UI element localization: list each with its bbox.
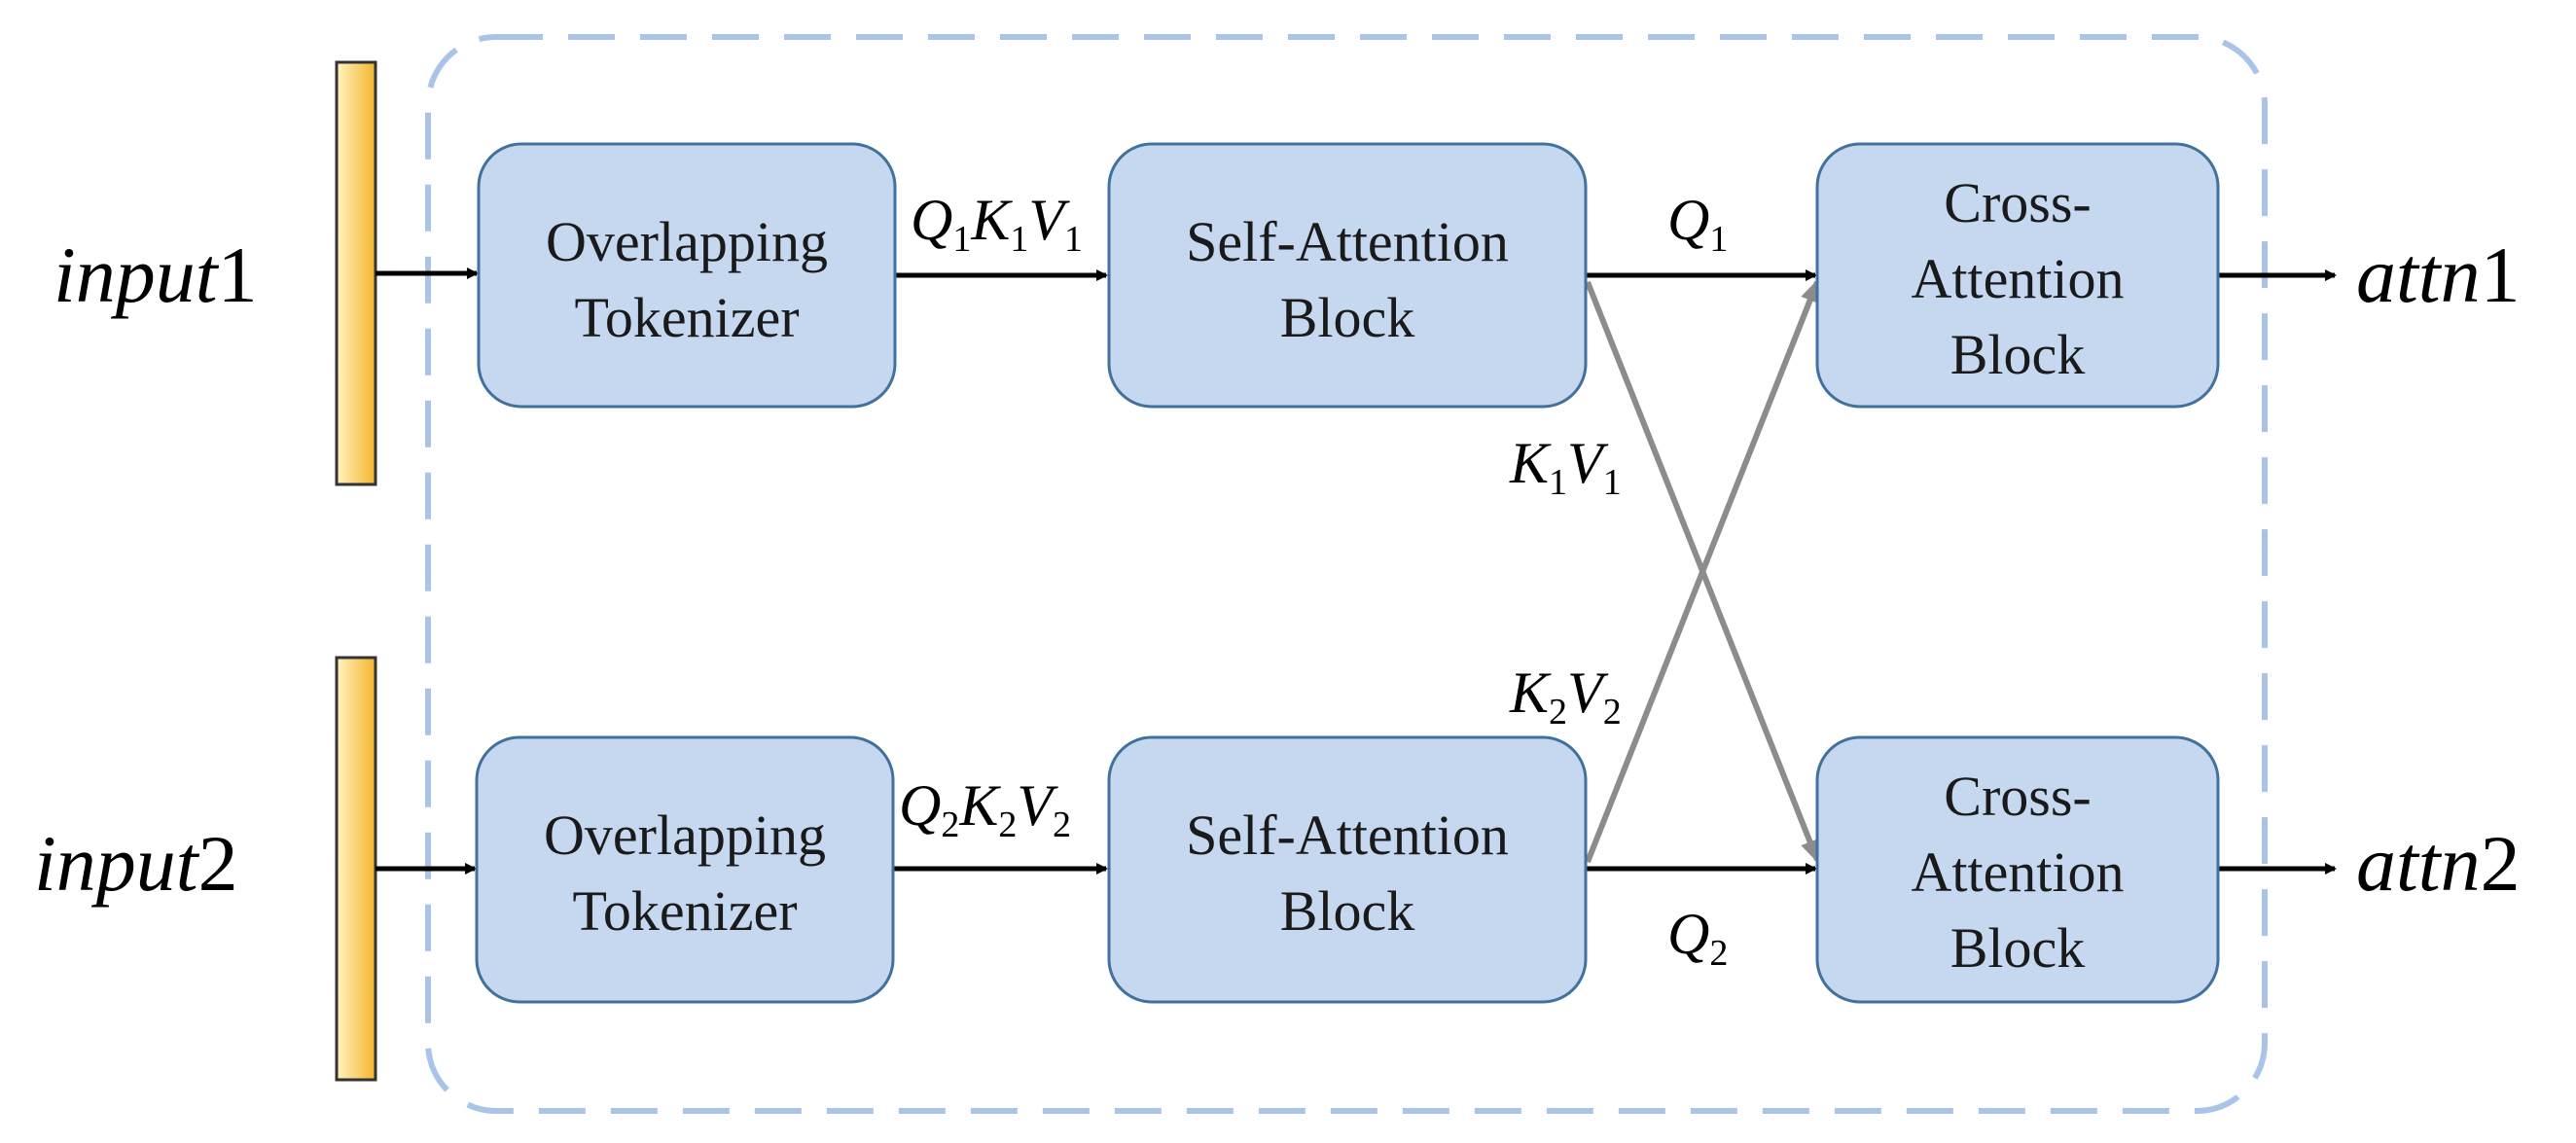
tokenizer-2-line-2: Tokenizer: [572, 879, 797, 943]
tokenizer-1-line-1: Overlapping: [546, 210, 828, 273]
tokenizer-block-1: Overlapping Tokenizer: [477, 142, 897, 409]
self-attention-2-line-1: Self-Attention: [1186, 804, 1509, 867]
tokenizer-block-2: Overlapping Tokenizer: [475, 735, 895, 1004]
cross-attention-1-line-1: Cross-: [1944, 171, 2091, 234]
self-attention-block-2: Self-Attention Block: [1107, 735, 1588, 1004]
edge-label-k1v1: K1V1: [1509, 431, 1622, 503]
input-2-label: input2: [34, 819, 238, 908]
edge-label-q2: Q2: [1667, 902, 1728, 974]
input-1-bar: [335, 60, 377, 486]
cross-attention-2-line-2: Attention: [1911, 840, 2124, 904]
tokenizer-2-line-1: Overlapping: [544, 804, 826, 867]
edge-label-q1: Q1: [1667, 188, 1728, 260]
input-1-label: input1: [54, 231, 258, 319]
arrow-kv2-to-ca1: [1585, 278, 1820, 864]
cross-attention-1-line-3: Block: [1950, 323, 2086, 386]
cross-attention-2-line-1: Cross-: [1944, 765, 2091, 828]
input-2-bar: [335, 656, 377, 1082]
self-attention-1-line-2: Block: [1280, 286, 1415, 349]
edge-label-k2v2: K2V2: [1509, 661, 1622, 732]
self-attention-2-line-2: Block: [1280, 879, 1415, 943]
cross-attention-block-2: Cross- Attention Block: [1815, 735, 2220, 1004]
output-1-label: attn1: [2356, 231, 2521, 319]
module-frame: [425, 34, 2268, 1114]
self-attention-block-1: Self-Attention Block: [1107, 142, 1588, 409]
edge-label-q2k2v2: Q2K2V2: [899, 773, 1071, 845]
cross-attention-1-line-2: Attention: [1911, 247, 2124, 310]
cross-attention-2-line-3: Block: [1950, 916, 2086, 980]
tokenizer-1-line-2: Tokenizer: [574, 286, 799, 349]
output-2-label: attn2: [2356, 819, 2521, 908]
edge-label-q1k1v1: Q1K1V1: [911, 188, 1083, 260]
self-attention-1-line-1: Self-Attention: [1186, 210, 1509, 273]
cross-attention-block-1: Cross- Attention Block: [1815, 142, 2220, 409]
